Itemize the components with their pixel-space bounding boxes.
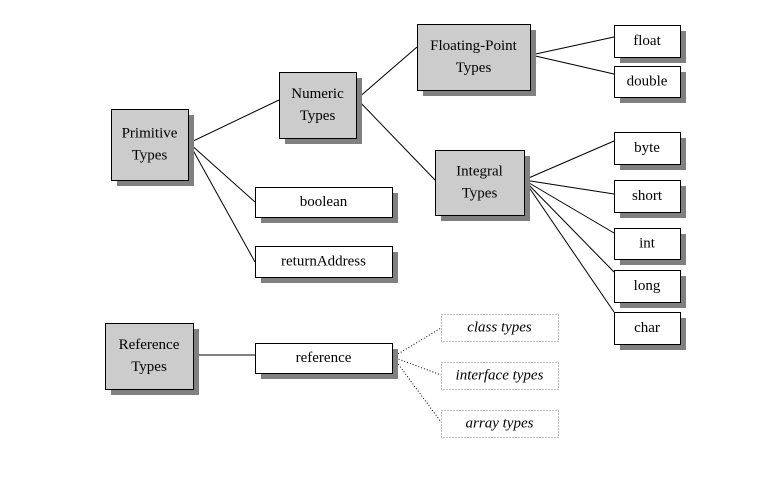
node-box [255, 187, 393, 218]
node-interface-types: interface types [441, 362, 559, 390]
node-long: long [614, 270, 686, 308]
node-label: Types [131, 359, 167, 375]
node-label: reference [296, 350, 352, 366]
node-array-types: array types [441, 410, 559, 438]
node-label: char [634, 320, 660, 336]
node-label: Types [300, 108, 336, 124]
edges-layer [188, 36, 615, 423]
node-box [614, 228, 681, 260]
edge-integral-to-long [523, 179, 615, 273]
node-label: returnAddress [281, 254, 366, 270]
node-label: Types [456, 60, 492, 76]
node-label: Primitive [122, 126, 178, 142]
edge-integral-to-char [523, 179, 615, 313]
node-box [441, 314, 559, 342]
node-label: interface types [456, 368, 544, 384]
node-box [614, 270, 681, 303]
node-short: short [614, 180, 686, 218]
node-box [279, 72, 357, 139]
edge-numeric-to-integral [356, 98, 436, 181]
node-returnAddress: returnAddress [255, 246, 398, 283]
edge-floating-to-double [530, 54, 615, 75]
edge-reference-to-interface-types [392, 356, 442, 376]
node-label: Floating-Point [430, 38, 518, 54]
node-boolean: boolean [255, 187, 398, 223]
node-label: float [633, 33, 661, 49]
node-box [614, 132, 681, 165]
node-label: Types [462, 186, 498, 202]
node-label: Integral [456, 164, 503, 180]
node-box [105, 323, 194, 390]
edge-integral-to-short [523, 179, 615, 195]
node-box [255, 343, 393, 374]
node-label: boolean [300, 194, 348, 210]
node-box [255, 246, 393, 278]
nodes-layer: PrimitiveTypesNumericTypesFloating-Point… [105, 24, 686, 438]
edge-primitive-to-boolean [188, 142, 256, 203]
node-box [441, 410, 559, 438]
node-char: char [614, 312, 686, 350]
node-box [435, 150, 525, 216]
node-box [614, 66, 681, 98]
node-label: Reference [119, 337, 180, 353]
edge-primitive-to-numeric [188, 99, 280, 144]
node-box [441, 362, 559, 390]
edge-floating-to-float [530, 36, 615, 56]
node-label: Numeric [291, 86, 344, 102]
node-label: double [627, 74, 668, 90]
edge-reference-to-class-types [392, 327, 442, 358]
node-int: int [614, 228, 686, 265]
node-label: int [639, 236, 656, 252]
node-label: byte [634, 140, 660, 156]
node-label: short [632, 188, 663, 204]
node-label: class types [467, 320, 532, 336]
node-box [614, 180, 681, 213]
node-label: array types [466, 416, 534, 432]
node-box [614, 312, 681, 345]
edge-numeric-to-floating [356, 46, 418, 100]
node-label: long [634, 278, 661, 294]
node-box [614, 25, 681, 58]
edge-primitive-to-returnAddress [188, 142, 256, 263]
edge-integral-to-int [523, 179, 615, 234]
node-byte: byte [614, 132, 686, 170]
node-double: double [614, 66, 686, 103]
node-label: Types [132, 148, 168, 164]
node-box [417, 24, 531, 91]
edge-reference-to-array-types [392, 356, 442, 423]
edge-integral-to-byte [523, 140, 615, 181]
node-class-types: class types [441, 314, 559, 342]
node-float: float [614, 25, 686, 63]
node-box [111, 109, 189, 181]
node-reference: reference [255, 343, 398, 379]
